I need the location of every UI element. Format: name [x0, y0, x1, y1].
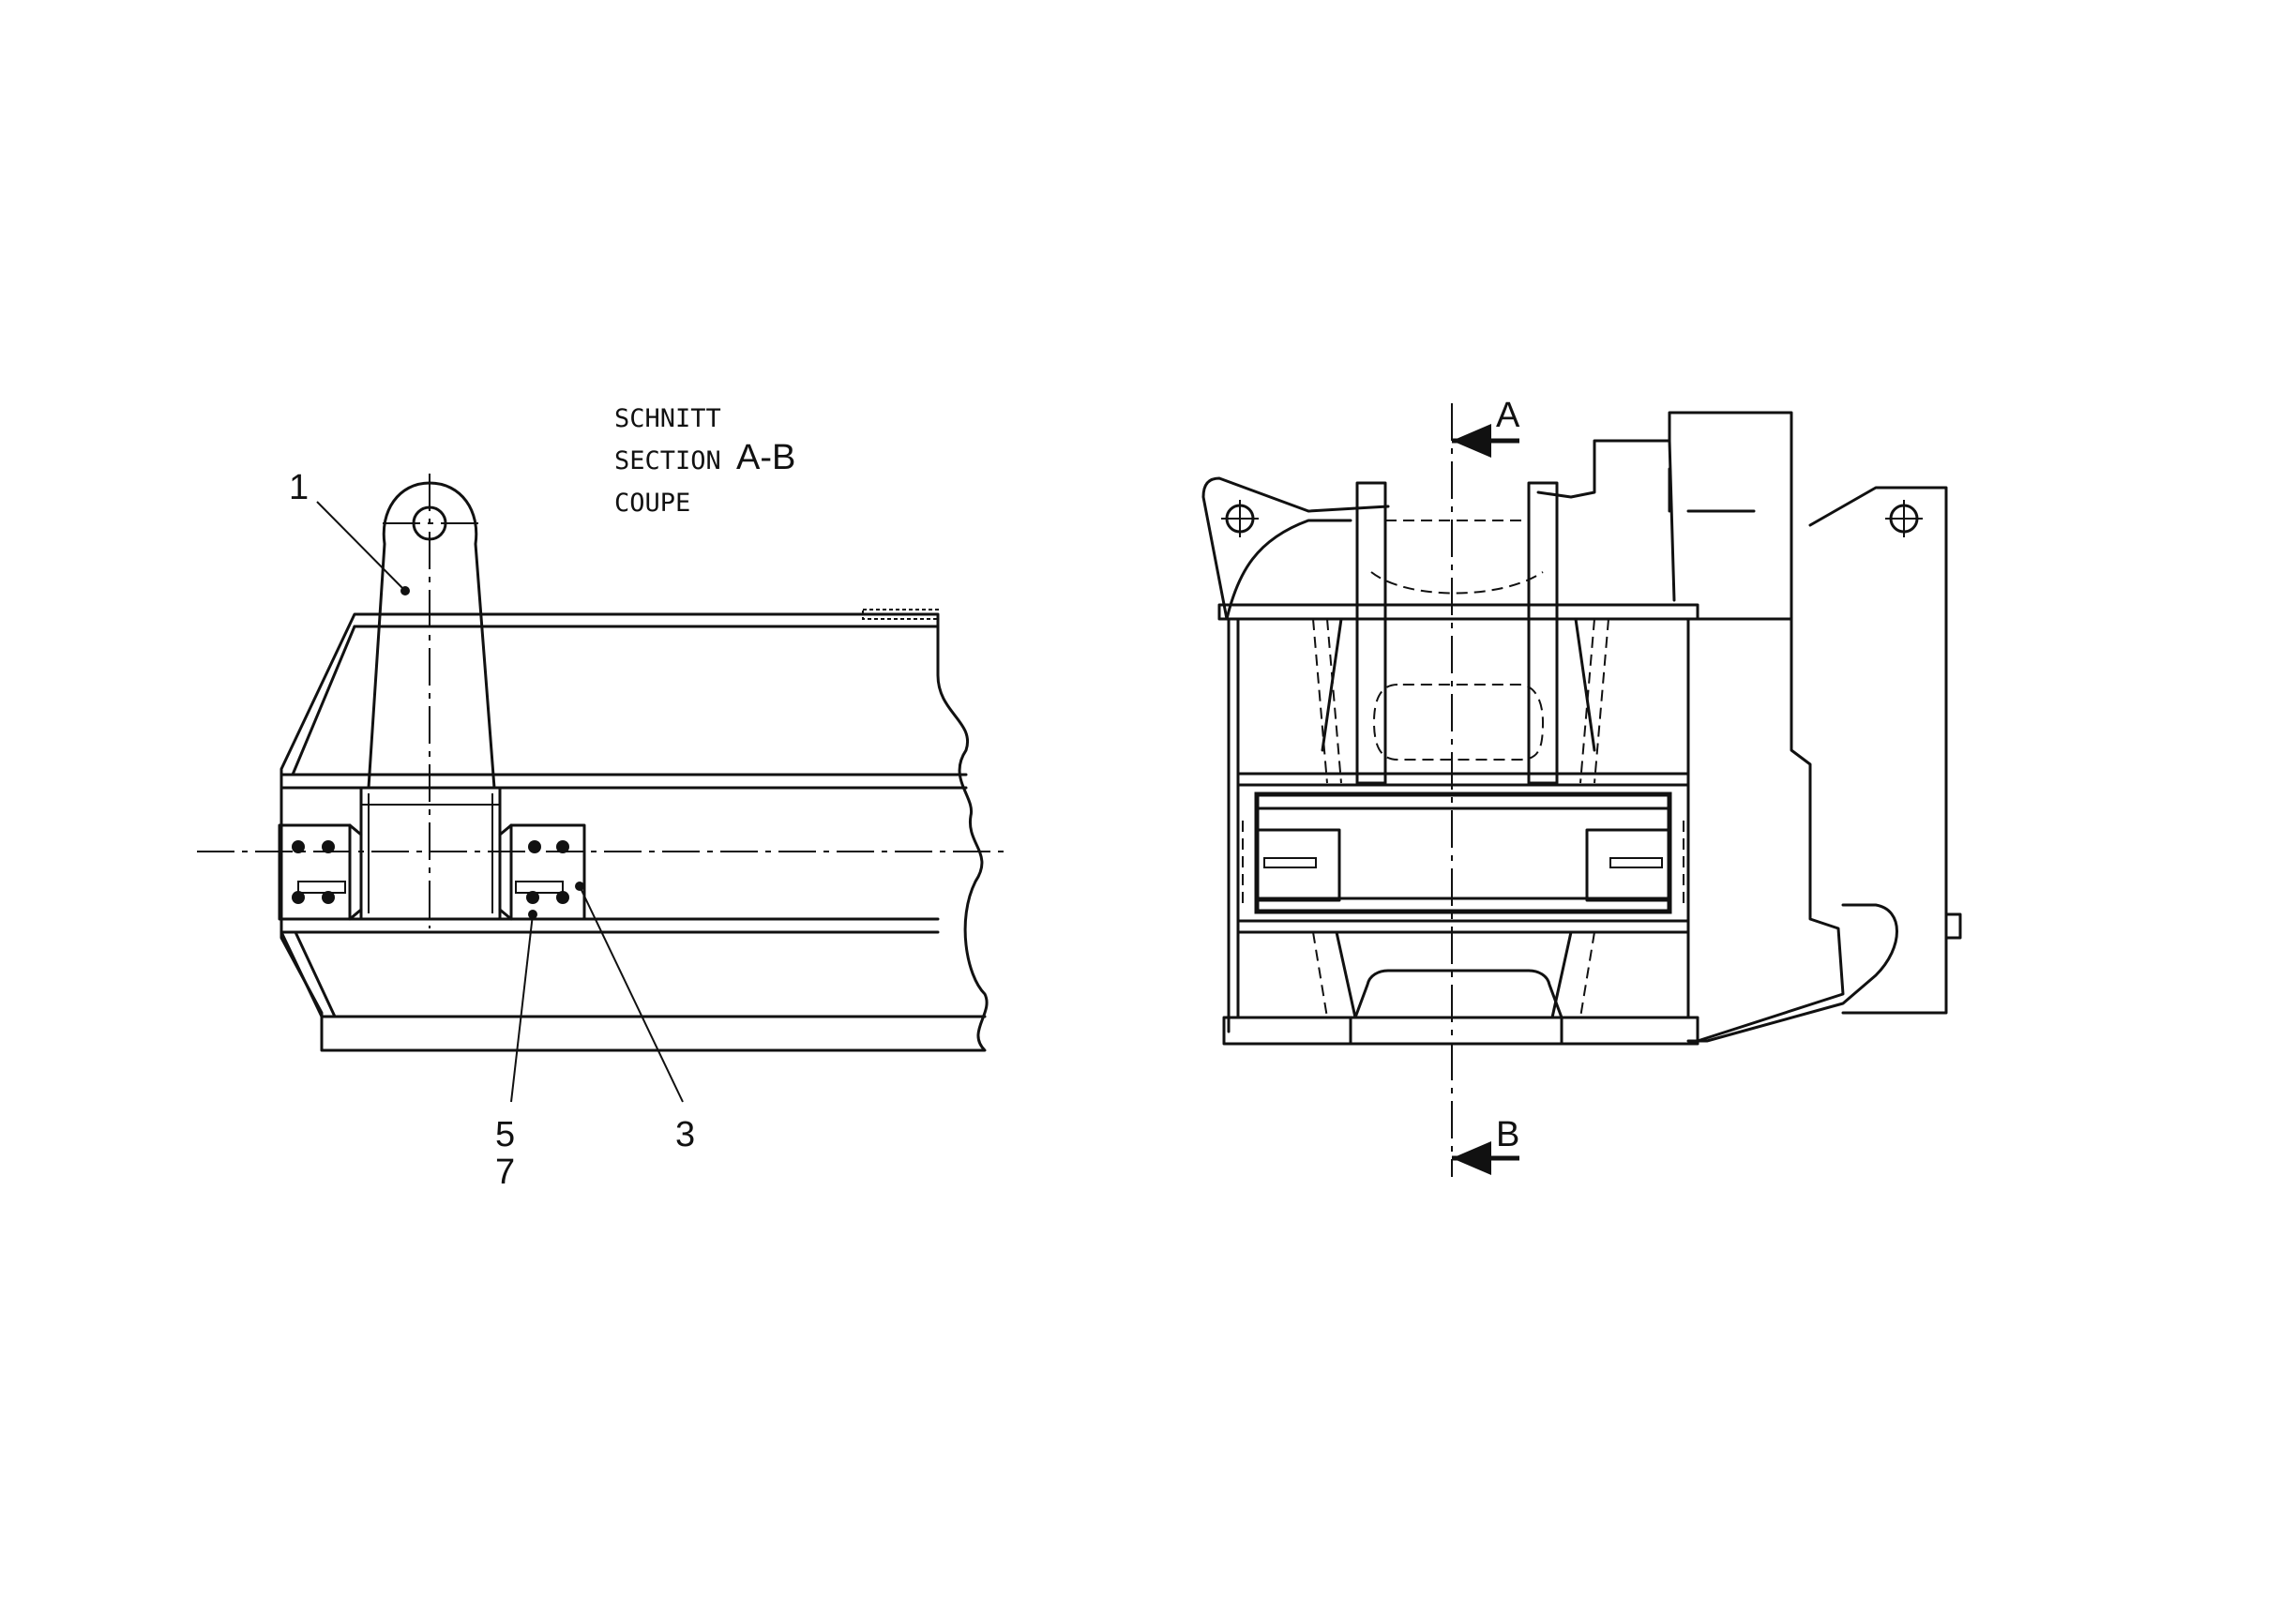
section-note-line2: SECTION [614, 446, 721, 475]
end-left-lug [1201, 476, 1390, 621]
bracket-plate-right [498, 823, 586, 921]
end-right-housing [1536, 411, 1793, 621]
section-marker-b: B [1452, 1115, 1519, 1175]
end-view: A B [1201, 396, 1962, 1177]
callout-7: 7 [495, 1153, 515, 1192]
lifting-lug [367, 481, 496, 790]
section-view-a-b: 1 3 5 7 SCHNITT SECTION COUPE A-B [197, 404, 1008, 1192]
oblong-cutout [1372, 684, 1545, 761]
vertical-plate-right [1527, 481, 1559, 785]
vertical-plate-left [1355, 481, 1387, 785]
section-note-line3: COUPE [614, 489, 690, 518]
leader-3 [579, 885, 684, 1103]
callout-1: 1 [289, 468, 309, 507]
leader-1 [316, 501, 406, 592]
svg-text:A: A [1496, 396, 1520, 435]
beam-outline [279, 612, 989, 1052]
callout-5: 5 [495, 1115, 515, 1154]
bracket-plate-left [278, 823, 363, 921]
section-marker-a: A [1452, 396, 1520, 458]
leader-5-7 [510, 913, 534, 1103]
section-designation: A-B [736, 438, 795, 477]
callout-3: 3 [675, 1115, 695, 1154]
section-note-line1: SCHNITT [614, 404, 721, 433]
svg-text:B: B [1496, 1115, 1519, 1154]
end-right-lug [1808, 486, 1948, 1015]
